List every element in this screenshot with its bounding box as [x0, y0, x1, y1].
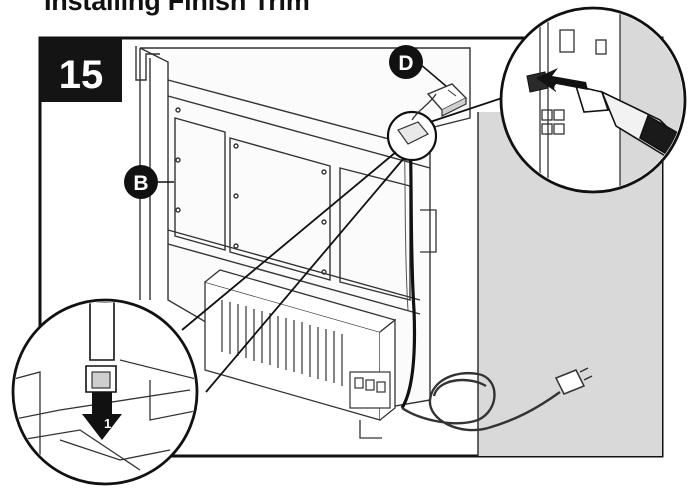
mounting-foot: [359, 420, 382, 439]
power-plug: [554, 367, 593, 395]
callout-b-marker: [124, 165, 158, 199]
switch-body: [397, 121, 429, 145]
side-wall: [478, 112, 662, 456]
section-heading: Installing Finish Trim: [44, 0, 310, 16]
terminal-block: [349, 371, 391, 409]
vented-control-box: [204, 269, 397, 421]
vent-slots: [221, 300, 343, 386]
callout-d-marker: [389, 45, 423, 79]
callout-d-label: D: [398, 52, 413, 75]
detail-arrow-1-label: 1: [104, 416, 111, 431]
detail-arrow-2-label: 2: [550, 82, 567, 93]
detail-view-bottom: 1: [11, 298, 199, 486]
wire-harness: [400, 131, 417, 409]
callout-b-label: B: [133, 172, 148, 195]
coiled-power-cord: [401, 371, 561, 432]
callout-d-leader: [419, 63, 447, 87]
detail-leader-bottom: [181, 151, 397, 331]
detail-leader-bottom-2: [205, 157, 405, 393]
part-d-switch: [411, 83, 468, 121]
side-bracket: [420, 209, 437, 253]
step-badge: [40, 38, 122, 102]
step-number: 15: [59, 53, 104, 97]
detail-view-top: 2: [499, 6, 687, 194]
